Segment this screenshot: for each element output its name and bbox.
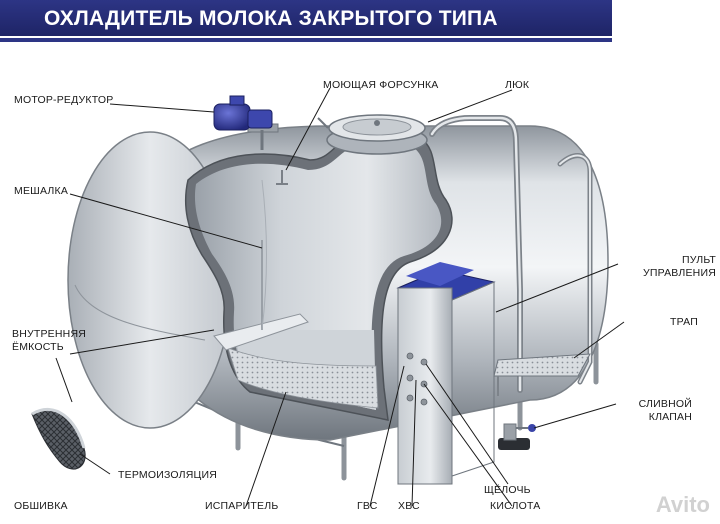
- control-panel: [396, 262, 496, 485]
- title-banner-stripe: [0, 38, 612, 42]
- hatch-lid: [317, 114, 428, 155]
- label-drain-valve-line1: СЛИВНОЙ: [638, 398, 692, 410]
- label-motor-reducer: МОТОР-РЕДУКТОР: [14, 94, 114, 106]
- label-inner-tank-line1: ВНУТРЕННЯЯ: [12, 328, 87, 340]
- label-hatch: ЛЮК: [505, 79, 530, 91]
- label-control-panel-line1: ПУЛЬТ: [681, 254, 716, 266]
- avito-watermark: Avito: [655, 492, 710, 517]
- label-cold-water: ХВС: [398, 500, 420, 512]
- label-alkali: ЩЁЛОЧЬ: [484, 484, 531, 496]
- washing-pipe: [429, 115, 593, 393]
- title-banner: [0, 0, 612, 36]
- tank-cutaway: [184, 137, 453, 421]
- label-hot-water: ГВС: [357, 500, 378, 512]
- label-ladder: ТРАП: [670, 316, 698, 328]
- label-evaporator: ИСПАРИТЕЛЬ: [205, 500, 279, 512]
- label-washing-nozzle: МОЮЩАЯ ФОРСУНКА: [323, 79, 439, 91]
- label-inner-tank-line2: ЁМКОСТЬ: [12, 341, 64, 353]
- drain-valve: [498, 423, 536, 450]
- label-mixer: МЕШАЛКА: [14, 185, 69, 197]
- label-control-panel-line2: УПРАВЛЕНИЯ: [642, 267, 716, 279]
- page-title: ОХЛАДИТЕЛЬ МОЛОКА ЗАКРЫТОГО ТИПА: [44, 7, 498, 30]
- label-thermal-insulation: ТЕРМОИЗОЛЯЦИЯ: [118, 469, 218, 481]
- motor-reducer: [213, 95, 279, 150]
- insulation-detail: [31, 407, 86, 470]
- label-sheathing: ОБШИВКА: [14, 500, 68, 512]
- label-drain-valve-line2: КЛАПАН: [648, 411, 692, 423]
- ladder-platform: [493, 353, 591, 396]
- label-acid: КИСЛОТА: [490, 500, 541, 512]
- leader-lines: [55, 87, 625, 507]
